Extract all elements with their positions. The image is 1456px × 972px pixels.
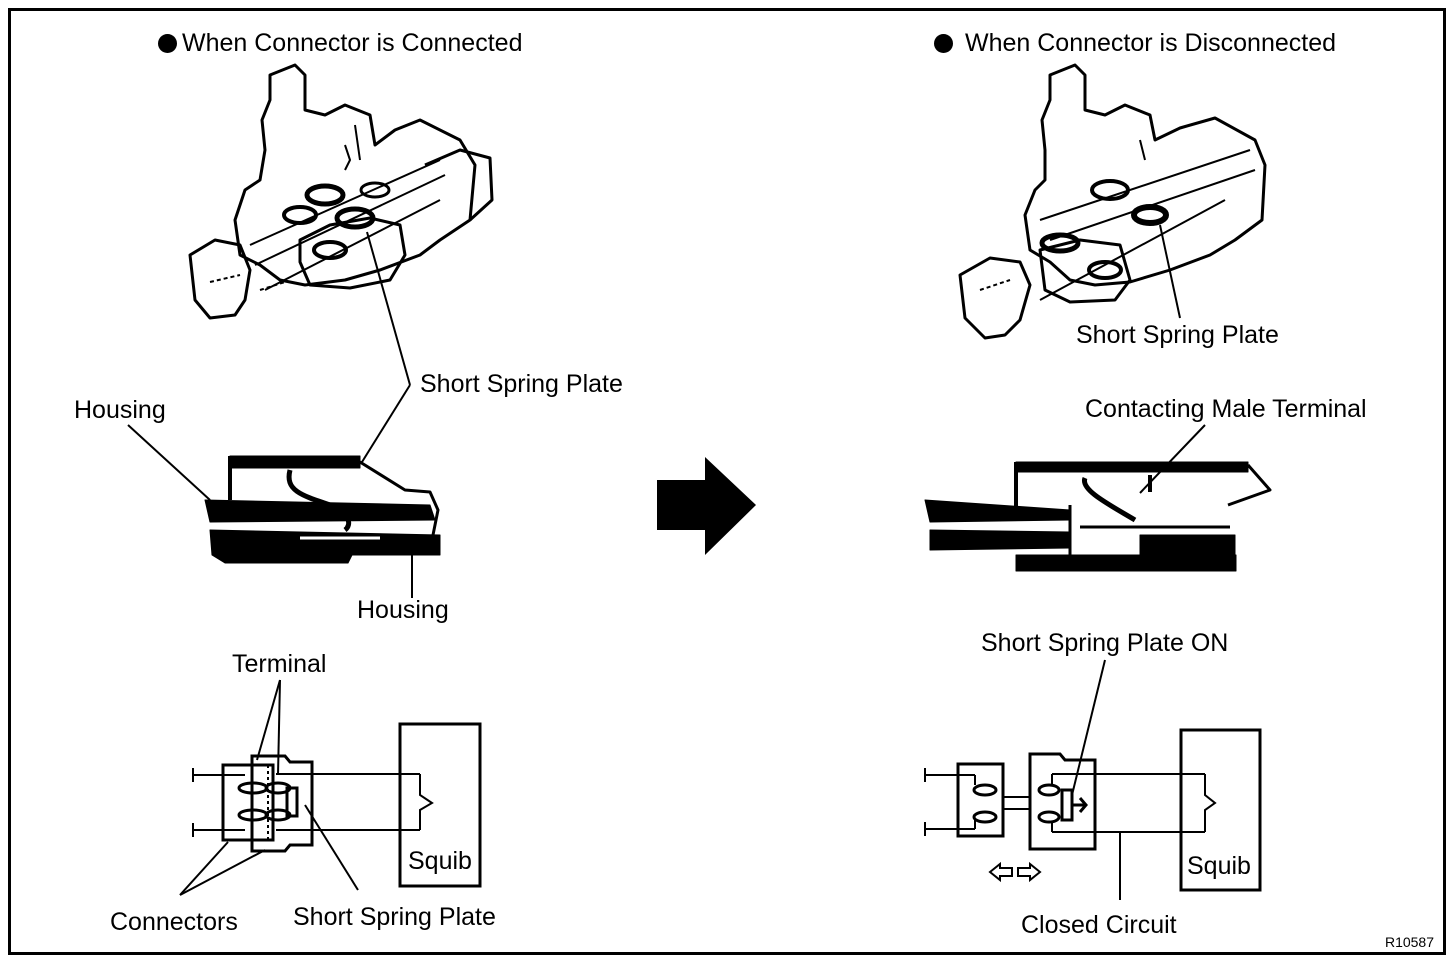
label-housing-lower: Housing: [357, 596, 449, 624]
leader-short-spring-plate-on: [1071, 659, 1106, 796]
label-short-spring-plate-top: Short Spring Plate: [420, 370, 623, 398]
leader-short-spring-plate-schematic: [304, 804, 359, 891]
left-panel-title: When Connector is Connected: [158, 31, 522, 56]
label-short-spring-plate-bottom: Short Spring Plate: [293, 903, 496, 931]
schematic-connected: [192, 722, 482, 888]
leader-terminal-1: [256, 679, 281, 761]
label-closed-circuit: Closed Circuit: [1021, 911, 1177, 939]
label-squib-left: Squib: [408, 847, 472, 875]
leader-short-spring-plate-section: [361, 384, 411, 463]
figure-frame: [8, 8, 1446, 955]
label-squib-right: Squib: [1187, 852, 1251, 880]
label-short-spring-plate-on: Short Spring Plate ON: [981, 629, 1229, 657]
leader-short-spring-plate-3d-right: [1159, 224, 1181, 319]
arrow-left-outline-icon: [988, 861, 1013, 883]
leader-connectors-2: [179, 849, 266, 896]
arrow-right-icon: [657, 457, 756, 555]
cross-section-connected: [204, 455, 441, 564]
bullet-icon: [934, 34, 953, 53]
schematic-disconnected: [924, 728, 1262, 892]
arrow-right-outline-icon: [1017, 861, 1042, 883]
connector-3d-connected: [188, 63, 494, 320]
label-connectors: Connectors: [110, 908, 238, 936]
leader-short-spring-plate-3d: [366, 231, 411, 386]
figure-reference: R10587: [1384, 934, 1434, 950]
label-contacting-male-terminal: Contacting Male Terminal: [1085, 395, 1367, 423]
label-terminal: Terminal: [232, 650, 327, 678]
leader-connectors-1: [179, 841, 229, 896]
leader-contacting-male-terminal: [1139, 424, 1206, 494]
connector-3d-disconnected: [958, 63, 1267, 340]
label-housing-upper: Housing: [74, 396, 166, 424]
bullet-icon: [158, 34, 177, 53]
leader-housing-upper: [127, 424, 211, 501]
right-panel-title: When Connector is Disconnected: [934, 31, 1336, 56]
label-short-spring-plate-right: Short Spring Plate: [1076, 321, 1279, 349]
leader-terminal-2: [277, 679, 281, 776]
cross-section-disconnected: [924, 461, 1272, 572]
